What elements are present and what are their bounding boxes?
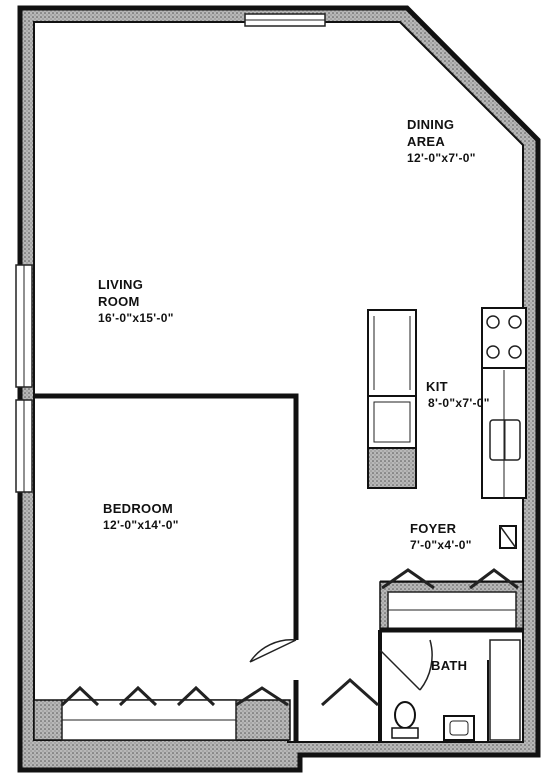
foyer-name: FOYER xyxy=(410,521,457,536)
dining-name-1: DINING xyxy=(407,117,455,132)
living-name-2: ROOM xyxy=(98,294,140,309)
dining-area-label: DINING AREA 12'-0"x7'-0" xyxy=(407,116,476,167)
bath-sink xyxy=(443,715,475,741)
kitchen-label: KIT 8'-0"x7'-0" xyxy=(424,378,490,412)
dining-dims: 12'-0"x7'-0" xyxy=(407,151,476,165)
living-name-1: LIVING xyxy=(98,277,144,292)
kitchen-dims: 8'-0"x7'-0" xyxy=(428,396,490,410)
living-dims: 16'-0"x15'-0" xyxy=(98,311,174,325)
dining-name-2: AREA xyxy=(407,134,446,149)
bedroom-wall xyxy=(34,393,299,640)
foyer-dims: 7'-0"x4'-0" xyxy=(410,538,472,552)
bathtub xyxy=(489,639,521,741)
kitchen-counter-upper xyxy=(367,309,417,397)
living-room-label: LIVING ROOM 16'-0"x15'-0" xyxy=(98,276,174,327)
bath-label: BATH xyxy=(431,657,467,674)
foyer-label: FOYER 7'-0"x4'-0" xyxy=(410,520,472,554)
pantry xyxy=(367,447,417,489)
toilet xyxy=(394,701,416,729)
bath-door xyxy=(379,639,433,691)
bedroom-dims: 12'-0"x14'-0" xyxy=(103,518,179,532)
bedroom-name: BEDROOM xyxy=(103,501,173,516)
bedroom-label: BEDROOM 12'-0"x14'-0" xyxy=(103,500,179,534)
refrigerator xyxy=(367,395,417,449)
bedroom-door xyxy=(249,639,297,663)
kitchen-name: KIT xyxy=(426,379,448,394)
bath-name: BATH xyxy=(431,658,468,673)
